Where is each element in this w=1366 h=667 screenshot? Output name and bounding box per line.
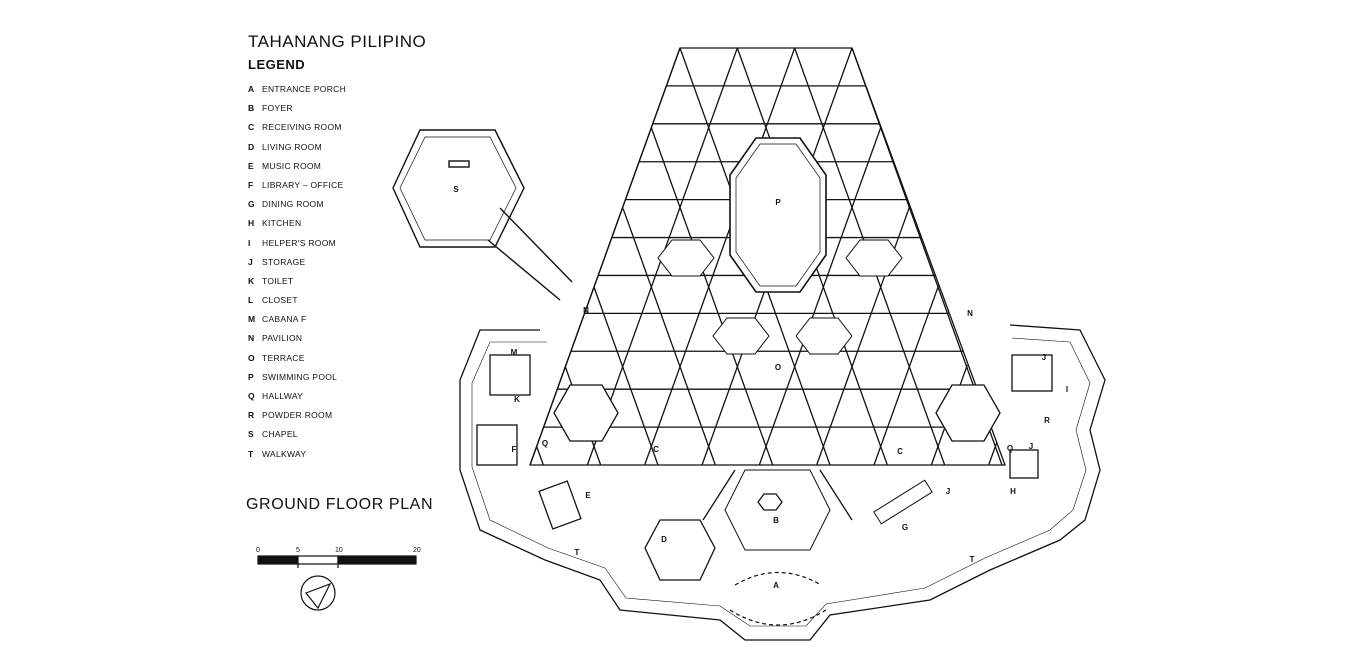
room-label: C xyxy=(653,445,659,454)
room-label: I xyxy=(1066,385,1068,394)
room-label: K xyxy=(514,395,520,404)
building-outline xyxy=(459,324,1106,641)
room-label: F xyxy=(512,445,517,454)
room-label: S xyxy=(453,185,459,194)
grid-line xyxy=(622,208,716,466)
room-label: J xyxy=(946,487,950,496)
grid-line xyxy=(988,441,998,466)
scale-tick-label: 10 xyxy=(335,547,343,554)
chapel-plan xyxy=(392,129,573,301)
room-label: H xyxy=(1010,487,1016,496)
room-label: M xyxy=(511,348,518,357)
scale-tick-label: 20 xyxy=(413,547,421,554)
grid-line xyxy=(529,47,681,466)
entrance-porch xyxy=(729,571,827,626)
plan-title: GROUND FLOOR PLAN xyxy=(246,496,434,513)
room-label: J xyxy=(1042,353,1046,362)
grid-line xyxy=(644,47,796,466)
room-label: T xyxy=(970,555,975,564)
terrace-hexes xyxy=(657,239,903,355)
room-label: C xyxy=(897,447,903,456)
room-label: O xyxy=(775,363,781,372)
grid-line xyxy=(758,127,882,466)
scale-tick-label: 5 xyxy=(296,547,300,554)
room-label: D xyxy=(661,535,667,544)
drawing-title: TAHANANG PILIPINO xyxy=(248,32,427,51)
north-arrow-icon xyxy=(300,575,336,611)
room-label: T xyxy=(575,548,580,557)
room-label: B xyxy=(773,516,779,525)
grid-line xyxy=(873,285,940,466)
grid-line xyxy=(535,446,544,466)
room-label: Q xyxy=(542,439,548,448)
room-label: G xyxy=(902,523,908,532)
graphic-scale-bar xyxy=(257,555,417,568)
room-label: N xyxy=(583,306,589,315)
grid-line xyxy=(593,287,659,466)
room-label: P xyxy=(775,198,781,207)
room-label: N xyxy=(967,309,973,318)
swimming-pool xyxy=(729,137,827,293)
room-label: A xyxy=(773,581,779,590)
room-label: Q xyxy=(1007,444,1013,453)
room-label: J xyxy=(1029,442,1033,451)
scale-tick-label: 0 xyxy=(256,547,260,554)
room-label: E xyxy=(585,491,591,500)
grid-line xyxy=(650,127,774,466)
room-label: R xyxy=(1044,416,1050,425)
legend-heading: LEGEND xyxy=(248,57,306,72)
